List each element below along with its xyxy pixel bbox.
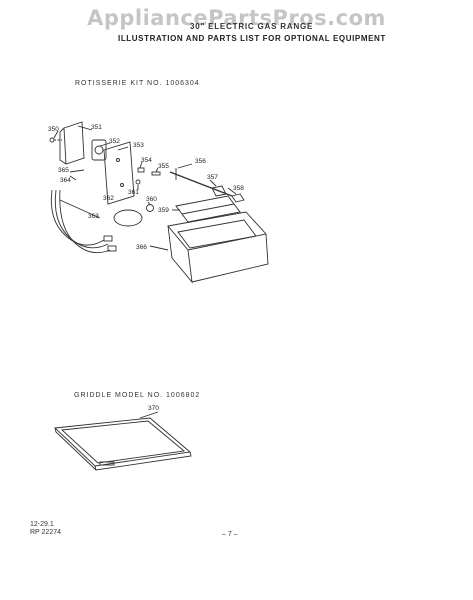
callout-360: 360 xyxy=(146,196,157,203)
mounting-plate xyxy=(103,141,135,205)
footer-code-2: RP 22274 xyxy=(30,529,62,536)
callout-358: 358 xyxy=(233,185,244,192)
callout-370: 370 xyxy=(148,405,159,412)
callout-359: 359 xyxy=(158,207,169,214)
griddle-model-title: GRIDDLE MODEL NO. 1006802 xyxy=(74,392,201,399)
callout-362: 362 xyxy=(103,195,114,202)
callout-354: 354 xyxy=(141,157,152,164)
page-number: – 7 – xyxy=(222,531,238,538)
callout-352: 352 xyxy=(109,138,120,145)
callout-365: 365 xyxy=(58,167,69,174)
rotisserie-kit-title: ROTISSERIE KIT NO. 1006304 xyxy=(75,80,200,87)
callout-363: 363 xyxy=(88,213,99,220)
motor-bracket xyxy=(63,121,85,165)
spit-rod xyxy=(169,171,233,197)
drip-rack xyxy=(175,195,241,223)
page-title: ILLUSTRATION AND PARTS LIST FOR OPTIONAL… xyxy=(118,34,386,43)
callout-351: 351 xyxy=(91,124,102,131)
range-title: 30" ELECTRIC GAS RANGE xyxy=(190,22,314,31)
wire-loop xyxy=(113,209,143,227)
callout-361: 361 xyxy=(128,189,139,196)
callout-357: 357 xyxy=(207,174,218,181)
callout-366: 366 xyxy=(136,244,147,251)
wire-harness xyxy=(50,189,105,246)
callout-364: 364 xyxy=(60,177,71,184)
callout-355: 355 xyxy=(158,163,169,170)
rotisserie-motor xyxy=(91,139,107,161)
callout-356: 356 xyxy=(195,158,206,165)
callout-353: 353 xyxy=(133,142,144,149)
site-watermark: AppliancePartsPros.com xyxy=(87,6,386,30)
footer-code-1: 12-29.1 xyxy=(30,521,54,528)
callout-350: 350 xyxy=(48,126,59,133)
griddle-diagram xyxy=(53,411,192,471)
callout-labels: 350 351 352 353 354 355 356 357 358 359 … xyxy=(48,124,244,412)
